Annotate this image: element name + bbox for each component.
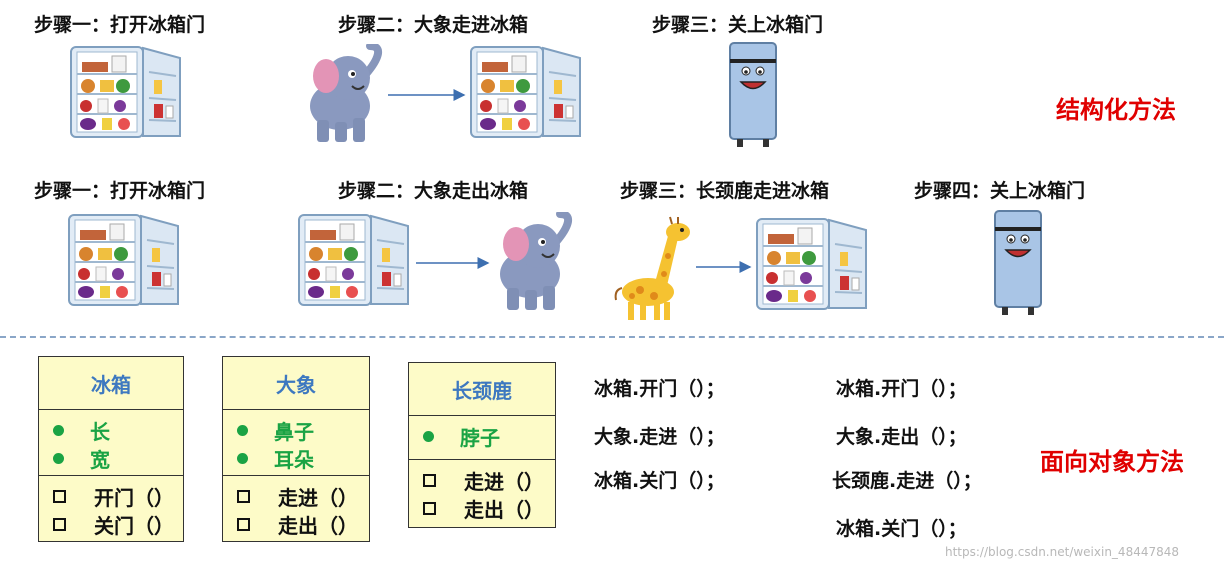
class-method: 走出（） (237, 510, 369, 538)
square-bullet-icon (423, 501, 436, 515)
method-label: 走进（） (464, 469, 544, 494)
class-methods: 走进（） 走出（） (223, 476, 369, 542)
step-label: 步骤三：长颈鹿走进冰箱 (620, 180, 830, 202)
arrow-icon (696, 261, 752, 273)
method-label: 关门（） (94, 513, 174, 538)
square-bullet-icon (237, 489, 250, 503)
class-attribute: 宽 (53, 444, 183, 472)
arrow-icon (388, 89, 466, 101)
giraffe-icon (614, 216, 691, 321)
class-box-fridge: 冰箱 长 宽 开门（） 关门（） (38, 356, 184, 542)
attribute-label: 宽 (90, 447, 110, 472)
class-name: 冰箱 (39, 357, 183, 410)
fridge-closed-icon (728, 41, 778, 149)
class-name: 大象 (223, 357, 369, 410)
class-methods: 走进（） 走出（） (409, 460, 555, 526)
code-line: 冰箱.关门（）； (594, 470, 725, 492)
attribute-label: 长 (90, 419, 110, 444)
attribute-label: 鼻子 (274, 419, 314, 444)
elephant-icon (300, 44, 388, 148)
bullet-icon (423, 430, 434, 442)
class-method: 走出（） (423, 494, 555, 522)
code-line: 大象.走出（）； (836, 426, 967, 448)
class-attribute: 长 (53, 416, 183, 444)
class-method: 开门（） (53, 482, 183, 510)
step-label: 步骤三：关上冰箱门 (652, 14, 824, 36)
class-box-giraffe: 长颈鹿 脖子 走进（） 走出（） (408, 362, 556, 528)
fridge-open-icon (70, 46, 181, 138)
square-bullet-icon (237, 517, 250, 531)
watermark: https://blog.csdn.net/weixin_48447848 (945, 545, 1180, 559)
code-line: 冰箱.开门（）； (594, 378, 725, 400)
class-name: 长颈鹿 (409, 363, 555, 416)
bullet-icon (53, 452, 64, 464)
code-line: 长颈鹿.走进（）； (832, 470, 982, 492)
code-line: 冰箱.开门（）； (836, 378, 967, 400)
class-method: 走进（） (423, 466, 555, 494)
method-label: 开门（） (94, 485, 174, 510)
class-box-elephant: 大象 鼻子 耳朵 走进（） 走出（） (222, 356, 370, 542)
step-label: 步骤一：打开冰箱门 (34, 14, 206, 36)
method-label: 走进（） (278, 485, 358, 510)
class-attribute: 鼻子 (237, 416, 369, 444)
square-bullet-icon (53, 489, 66, 503)
section-divider (0, 336, 1224, 338)
fridge-open-icon (470, 46, 581, 138)
step-label: 步骤二：大象走进冰箱 (338, 14, 529, 36)
structured-method-label: 结构化方法 (1056, 96, 1176, 124)
bullet-icon (237, 452, 248, 464)
method-label: 走出（） (464, 497, 544, 522)
fridge-closed-icon (993, 209, 1043, 317)
elephant-icon (490, 212, 578, 316)
class-methods: 开门（） 关门（） (39, 476, 183, 542)
class-attributes: 鼻子 耳朵 (223, 410, 369, 476)
step-label: 步骤一：打开冰箱门 (34, 180, 206, 202)
bullet-icon (53, 424, 64, 436)
method-label: 走出（） (278, 513, 358, 538)
attribute-label: 耳朵 (274, 447, 314, 472)
square-bullet-icon (53, 517, 66, 531)
class-attribute: 脖子 (423, 422, 555, 450)
oo-method-label: 面向对象方法 (1040, 448, 1184, 476)
fridge-open-icon (298, 214, 409, 306)
class-method: 走进（） (237, 482, 369, 510)
step-label: 步骤四：关上冰箱门 (914, 180, 1086, 202)
class-attributes: 长 宽 (39, 410, 183, 476)
fridge-open-icon (756, 218, 867, 310)
arrow-icon (416, 257, 490, 269)
fridge-open-icon (68, 214, 179, 306)
attribute-label: 脖子 (460, 425, 500, 450)
bullet-icon (237, 424, 248, 436)
class-attributes: 脖子 (409, 416, 555, 460)
class-attribute: 耳朵 (237, 444, 369, 472)
step-label: 步骤二：大象走出冰箱 (338, 180, 529, 202)
class-method: 关门（） (53, 510, 183, 538)
code-line: 冰箱.关门（）； (836, 518, 967, 540)
square-bullet-icon (423, 473, 436, 487)
code-line: 大象.走进（）； (594, 426, 725, 448)
